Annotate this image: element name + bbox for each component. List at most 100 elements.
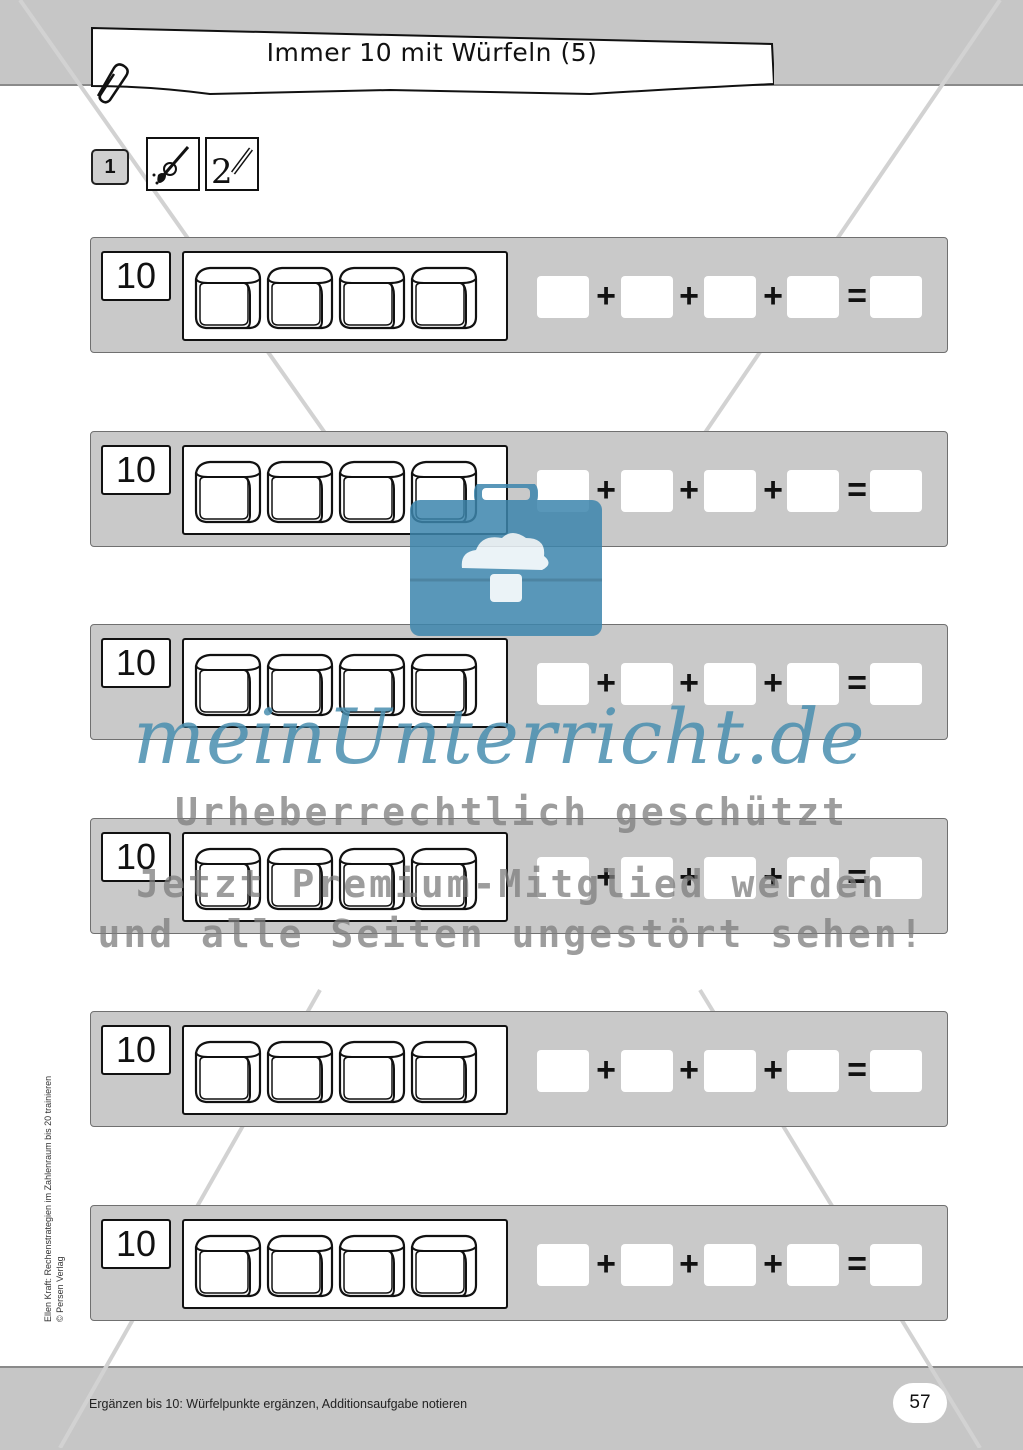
addition-equation: + + + = (537, 470, 927, 514)
equals-sign: = (847, 664, 867, 702)
die-icon[interactable] (264, 652, 334, 718)
equals-sign: = (847, 1245, 867, 1283)
die-icon[interactable] (192, 1039, 262, 1105)
equals-sign: = (847, 1051, 867, 1089)
briefcase-cloud-icon (410, 484, 602, 636)
die-icon[interactable] (264, 265, 334, 331)
plus-sign: + (679, 1051, 699, 1089)
title-paper-strip (91, 26, 774, 96)
addend-answer-box[interactable] (537, 663, 589, 705)
addition-equation: +++= (537, 663, 927, 707)
target-number-box: 10 (101, 251, 171, 301)
sum-answer-box[interactable] (870, 663, 922, 705)
addend-answer-box[interactable] (787, 1050, 839, 1092)
addend-answer-box[interactable] (704, 857, 756, 899)
addend-answer-box[interactable] (787, 857, 839, 899)
plus-sign: + (763, 277, 783, 315)
addend-answer-box[interactable] (537, 857, 589, 899)
die-icon[interactable] (408, 846, 478, 912)
addend-answer-box[interactable] (621, 1244, 673, 1286)
die-icon[interactable] (192, 459, 262, 525)
side-credit-line2: © Persen Verlag (55, 1256, 65, 1322)
die-icon[interactable] (336, 1233, 406, 1299)
sum-answer-box[interactable] (870, 1244, 922, 1286)
addend-answer-box[interactable] (787, 1244, 839, 1286)
sum-answer-box[interactable] (870, 470, 922, 512)
die-icon[interactable] (192, 652, 262, 718)
exercise-row: 10+++= (90, 237, 948, 353)
target-number-box: 10 (101, 832, 171, 882)
addend-answer-box[interactable] (704, 663, 756, 705)
exercise-row: 10 + + + = (90, 1011, 948, 1127)
die-icon[interactable] (264, 1233, 334, 1299)
addend-answer-box[interactable] (787, 470, 839, 512)
addend-answer-box[interactable] (621, 470, 673, 512)
die-icon[interactable] (408, 652, 478, 718)
die-icon[interactable] (264, 1039, 334, 1105)
plus-sign: + (763, 1051, 783, 1089)
page-number: 57 (893, 1383, 947, 1423)
die-icon[interactable] (192, 846, 262, 912)
plus-sign: + (763, 471, 783, 509)
addend-answer-box[interactable] (537, 276, 589, 318)
writing-digit: 2 (211, 152, 233, 189)
die-icon[interactable] (264, 459, 334, 525)
die-icon[interactable] (192, 1233, 262, 1299)
plus-sign: + (596, 858, 616, 896)
addend-answer-box[interactable] (537, 1244, 589, 1286)
side-credit-line1: Ellen Kraft: Rechenstrategien im Zahlenr… (43, 1075, 53, 1322)
dice-box (182, 1025, 508, 1115)
die-icon[interactable] (408, 265, 478, 331)
die-icon[interactable] (192, 265, 262, 331)
watermark-line-2: Jetzt Premium-Mitglied werden (136, 862, 887, 906)
plus-sign: + (679, 664, 699, 702)
die-icon[interactable] (336, 652, 406, 718)
plus-sign: + (679, 1245, 699, 1283)
addition-equation: + + + = (537, 1244, 927, 1288)
plus-sign: + (596, 664, 616, 702)
sum-answer-box[interactable] (870, 1050, 922, 1092)
die-icon[interactable] (264, 846, 334, 912)
plus-sign: + (596, 1245, 616, 1283)
plus-sign: + (763, 1245, 783, 1283)
plus-sign: + (596, 277, 616, 315)
addend-answer-box[interactable] (704, 1244, 756, 1286)
addend-answer-box[interactable] (704, 470, 756, 512)
watermark-logo: meinUnterricht.de (133, 692, 866, 781)
dice-box (182, 638, 508, 728)
die-icon[interactable] (408, 1039, 478, 1105)
plus-sign: + (679, 471, 699, 509)
die-icon[interactable] (408, 1233, 478, 1299)
paper-clip-icon (96, 63, 129, 104)
paint-brush-icon (146, 137, 200, 191)
sum-answer-box[interactable] (870, 857, 922, 899)
exercise-row: 10+++= (90, 624, 948, 740)
die-icon[interactable] (336, 265, 406, 331)
addend-answer-box[interactable] (787, 276, 839, 318)
addend-answer-box[interactable] (621, 663, 673, 705)
plus-sign: + (596, 471, 616, 509)
addend-answer-box[interactable] (621, 1050, 673, 1092)
exercise-row: 10+++= (90, 818, 948, 934)
plus-sign: + (596, 1051, 616, 1089)
plus-sign: + (763, 858, 783, 896)
target-number-box: 10 (101, 1025, 171, 1075)
addend-answer-box[interactable] (704, 1050, 756, 1092)
addend-answer-box[interactable] (621, 857, 673, 899)
equals-sign: = (847, 471, 867, 509)
addend-answer-box[interactable] (704, 276, 756, 318)
writing-pencil-icon: 2 (205, 137, 259, 191)
die-icon[interactable] (336, 1039, 406, 1105)
sum-answer-box[interactable] (870, 276, 922, 318)
addend-answer-box[interactable] (787, 663, 839, 705)
addend-answer-box[interactable] (537, 1050, 589, 1092)
dice-box (182, 445, 508, 535)
die-icon[interactable] (336, 846, 406, 912)
dice-box (182, 832, 508, 922)
footer-text: Ergänzen bis 10: Würfelpunkte ergänzen, … (89, 1397, 468, 1411)
addend-answer-box[interactable] (621, 276, 673, 318)
target-number-box: 10 (101, 1219, 171, 1269)
addition-equation: +++= (537, 276, 927, 320)
side-credit: Ellen Kraft: Rechenstrategien im Zahlenr… (42, 1076, 66, 1322)
die-icon[interactable] (336, 459, 406, 525)
